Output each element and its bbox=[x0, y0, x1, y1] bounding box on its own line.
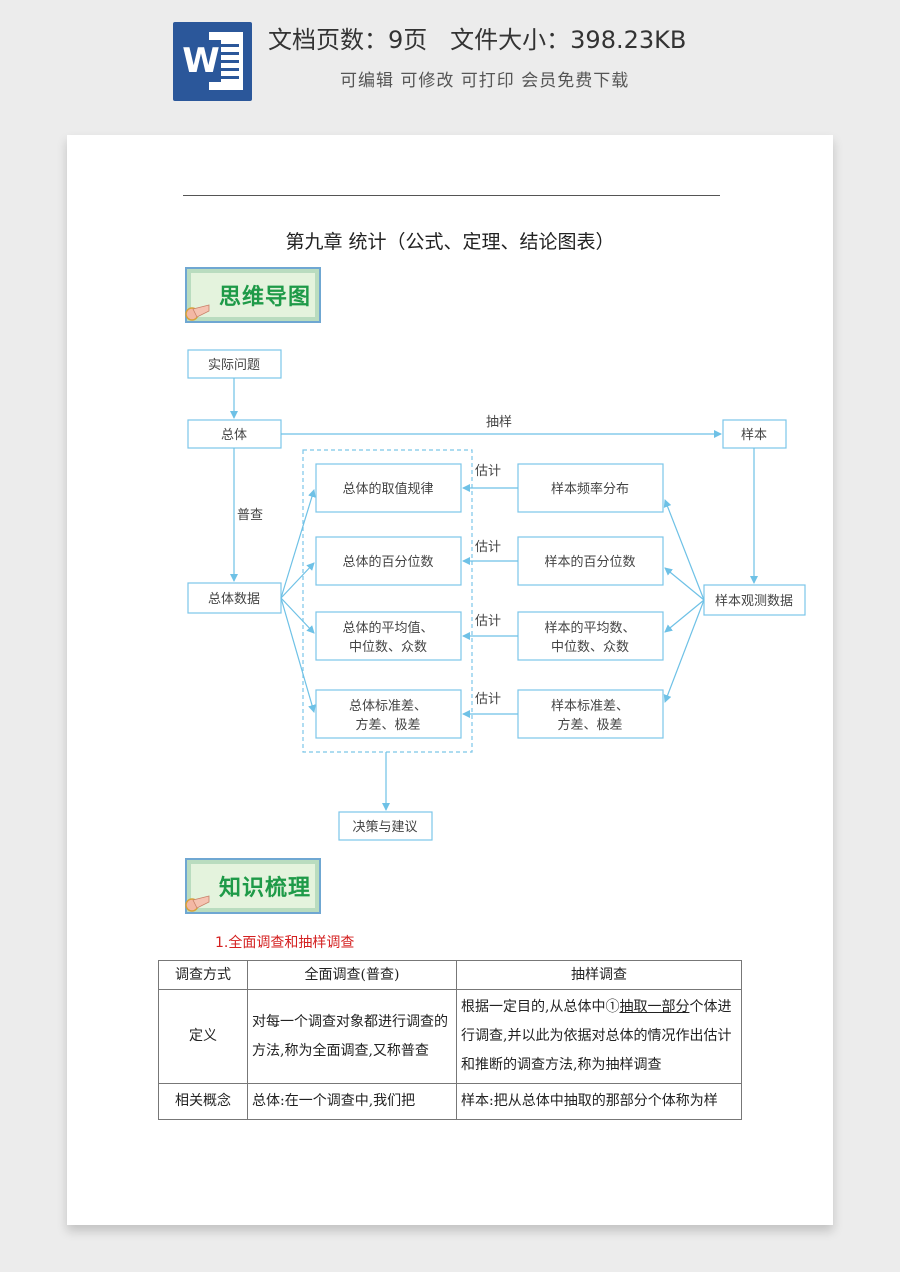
left-box-2 bbox=[315, 536, 462, 586]
table-cell: 总体:在一个调查中,我们把 bbox=[247, 1083, 457, 1120]
knowledge-review-banner: 知识梳理 bbox=[185, 858, 321, 914]
sample-observation-label: 样本观测数据 bbox=[715, 594, 793, 609]
section-heading: 1.全面调查和抽样调查 bbox=[215, 935, 355, 951]
file-info-title: 文档页数：9页 文件大小：398.23KB bbox=[268, 26, 687, 54]
right-box-2-line-1: 样本的百分位数 bbox=[544, 554, 635, 570]
arrow-obs-to-r1 bbox=[663, 499, 705, 601]
estimate-label-1: 估计 bbox=[475, 464, 501, 479]
left-box-4 bbox=[315, 689, 462, 739]
header-rule bbox=[183, 195, 720, 196]
hand-pointer-icon bbox=[185, 304, 210, 321]
statistics-mind-map: 实际问题 总体 样本 抽样 总体数据 样本观测数据 决策与建议 总体的取值规律 … bbox=[67, 340, 833, 864]
hand-pointer-icon bbox=[185, 895, 210, 912]
survey-comparison-table: 调查方式 全面调查(普查) 抽样调查 定义 对每一个调查对象都进行调查的方法,称… bbox=[158, 960, 742, 1120]
right-box-1-line-1: 样本频率分布 bbox=[551, 481, 629, 497]
arrow-obs-to-r4 bbox=[663, 599, 705, 703]
left-box-1-line-1: 总体的取值规律 bbox=[342, 481, 433, 497]
word-document-icon: W bbox=[173, 22, 252, 101]
left-box-4-line-2: 方差、极差 bbox=[355, 717, 420, 733]
arrow-data-to-l1 bbox=[280, 489, 316, 599]
table-cell: 对每一个调查对象都进行调查的方法,称为全面调查,又称普查 bbox=[247, 989, 457, 1084]
population-label: 总体 bbox=[221, 428, 247, 443]
census-label: 普查 bbox=[237, 508, 263, 523]
decision-label: 决策与建议 bbox=[352, 819, 417, 835]
right-box-1 bbox=[517, 463, 664, 513]
table-cell: 样本:把从总体中抽取的那部分个体称为样 bbox=[456, 1083, 742, 1120]
underlined-blank: 抽取一部分 bbox=[619, 999, 690, 1015]
row-label: 定义 bbox=[158, 989, 248, 1084]
table-row: 定义 对每一个调查对象都进行调查的方法,称为全面调查,又称普查 根据一定目的,从… bbox=[158, 989, 742, 1084]
left-box-1 bbox=[315, 463, 462, 513]
file-features: 可编辑 可修改 可打印 会员免费下载 bbox=[340, 71, 630, 91]
actual-problem-label: 实际问题 bbox=[208, 358, 260, 373]
population-data-box bbox=[187, 582, 282, 614]
estimate-label-2: 估计 bbox=[475, 540, 501, 555]
sample-box bbox=[722, 419, 787, 449]
download-header: W 文档页数：9页 文件大小：398.23KB 可编辑 可修改 可打印 会员免费… bbox=[0, 0, 900, 120]
mind-map-banner: 思维导图 bbox=[185, 267, 321, 323]
estimate-label-4: 估计 bbox=[475, 692, 501, 707]
table-row: 相关概念 总体:在一个调查中,我们把 样本:把从总体中抽取的那部分个体称为样 bbox=[158, 1083, 742, 1120]
estimate-label-3: 估计 bbox=[475, 614, 501, 629]
arrow-obs-to-r2 bbox=[664, 567, 705, 601]
right-box-3-line-1: 样本的平均数、 bbox=[544, 620, 635, 636]
left-box-3-line-2: 中位数、众数 bbox=[349, 640, 427, 655]
document-page: 第九章 统计（公式、定理、结论图表） 思维导图 bbox=[67, 135, 833, 1225]
sampling-label: 抽样 bbox=[486, 415, 512, 430]
header-cell: 抽样调查 bbox=[456, 960, 742, 990]
header-cell: 全面调查(普查) bbox=[247, 960, 457, 990]
sample-observation-box bbox=[703, 584, 806, 616]
arrow-data-to-l2 bbox=[280, 562, 315, 599]
population-box bbox=[187, 419, 282, 449]
sample-label: 样本 bbox=[741, 428, 767, 443]
arrow-obs-to-r3 bbox=[664, 599, 705, 633]
arrow-data-to-l4 bbox=[280, 597, 316, 713]
right-box-3 bbox=[517, 611, 664, 661]
left-box-3-line-1: 总体的平均值、 bbox=[342, 620, 433, 636]
table-header-row: 调查方式 全面调查(普查) 抽样调查 bbox=[158, 960, 742, 990]
right-box-4 bbox=[517, 689, 664, 739]
actual-problem-box bbox=[187, 349, 282, 379]
right-box-4-line-1: 样本标准差、 bbox=[551, 699, 629, 714]
dashed-population-group bbox=[302, 449, 473, 753]
population-data-label: 总体数据 bbox=[208, 592, 260, 607]
left-box-2-line-1: 总体的百分位数 bbox=[342, 554, 433, 570]
chapter-title: 第九章 统计（公式、定理、结论图表） bbox=[285, 231, 615, 253]
decision-box bbox=[338, 811, 433, 841]
left-box-4-line-1: 总体标准差、 bbox=[349, 699, 427, 714]
arrow-data-to-l3 bbox=[280, 597, 315, 634]
row-label: 相关概念 bbox=[158, 1083, 248, 1120]
header-cell: 调查方式 bbox=[158, 960, 248, 990]
left-box-3 bbox=[315, 611, 462, 661]
table-cell: 根据一定目的,从总体中①抽取一部分个体进行调查,并以此为依据对总体的情况作出估计… bbox=[456, 989, 742, 1084]
right-box-3-line-2: 中位数、众数 bbox=[551, 640, 629, 655]
right-box-4-line-2: 方差、极差 bbox=[557, 717, 622, 733]
